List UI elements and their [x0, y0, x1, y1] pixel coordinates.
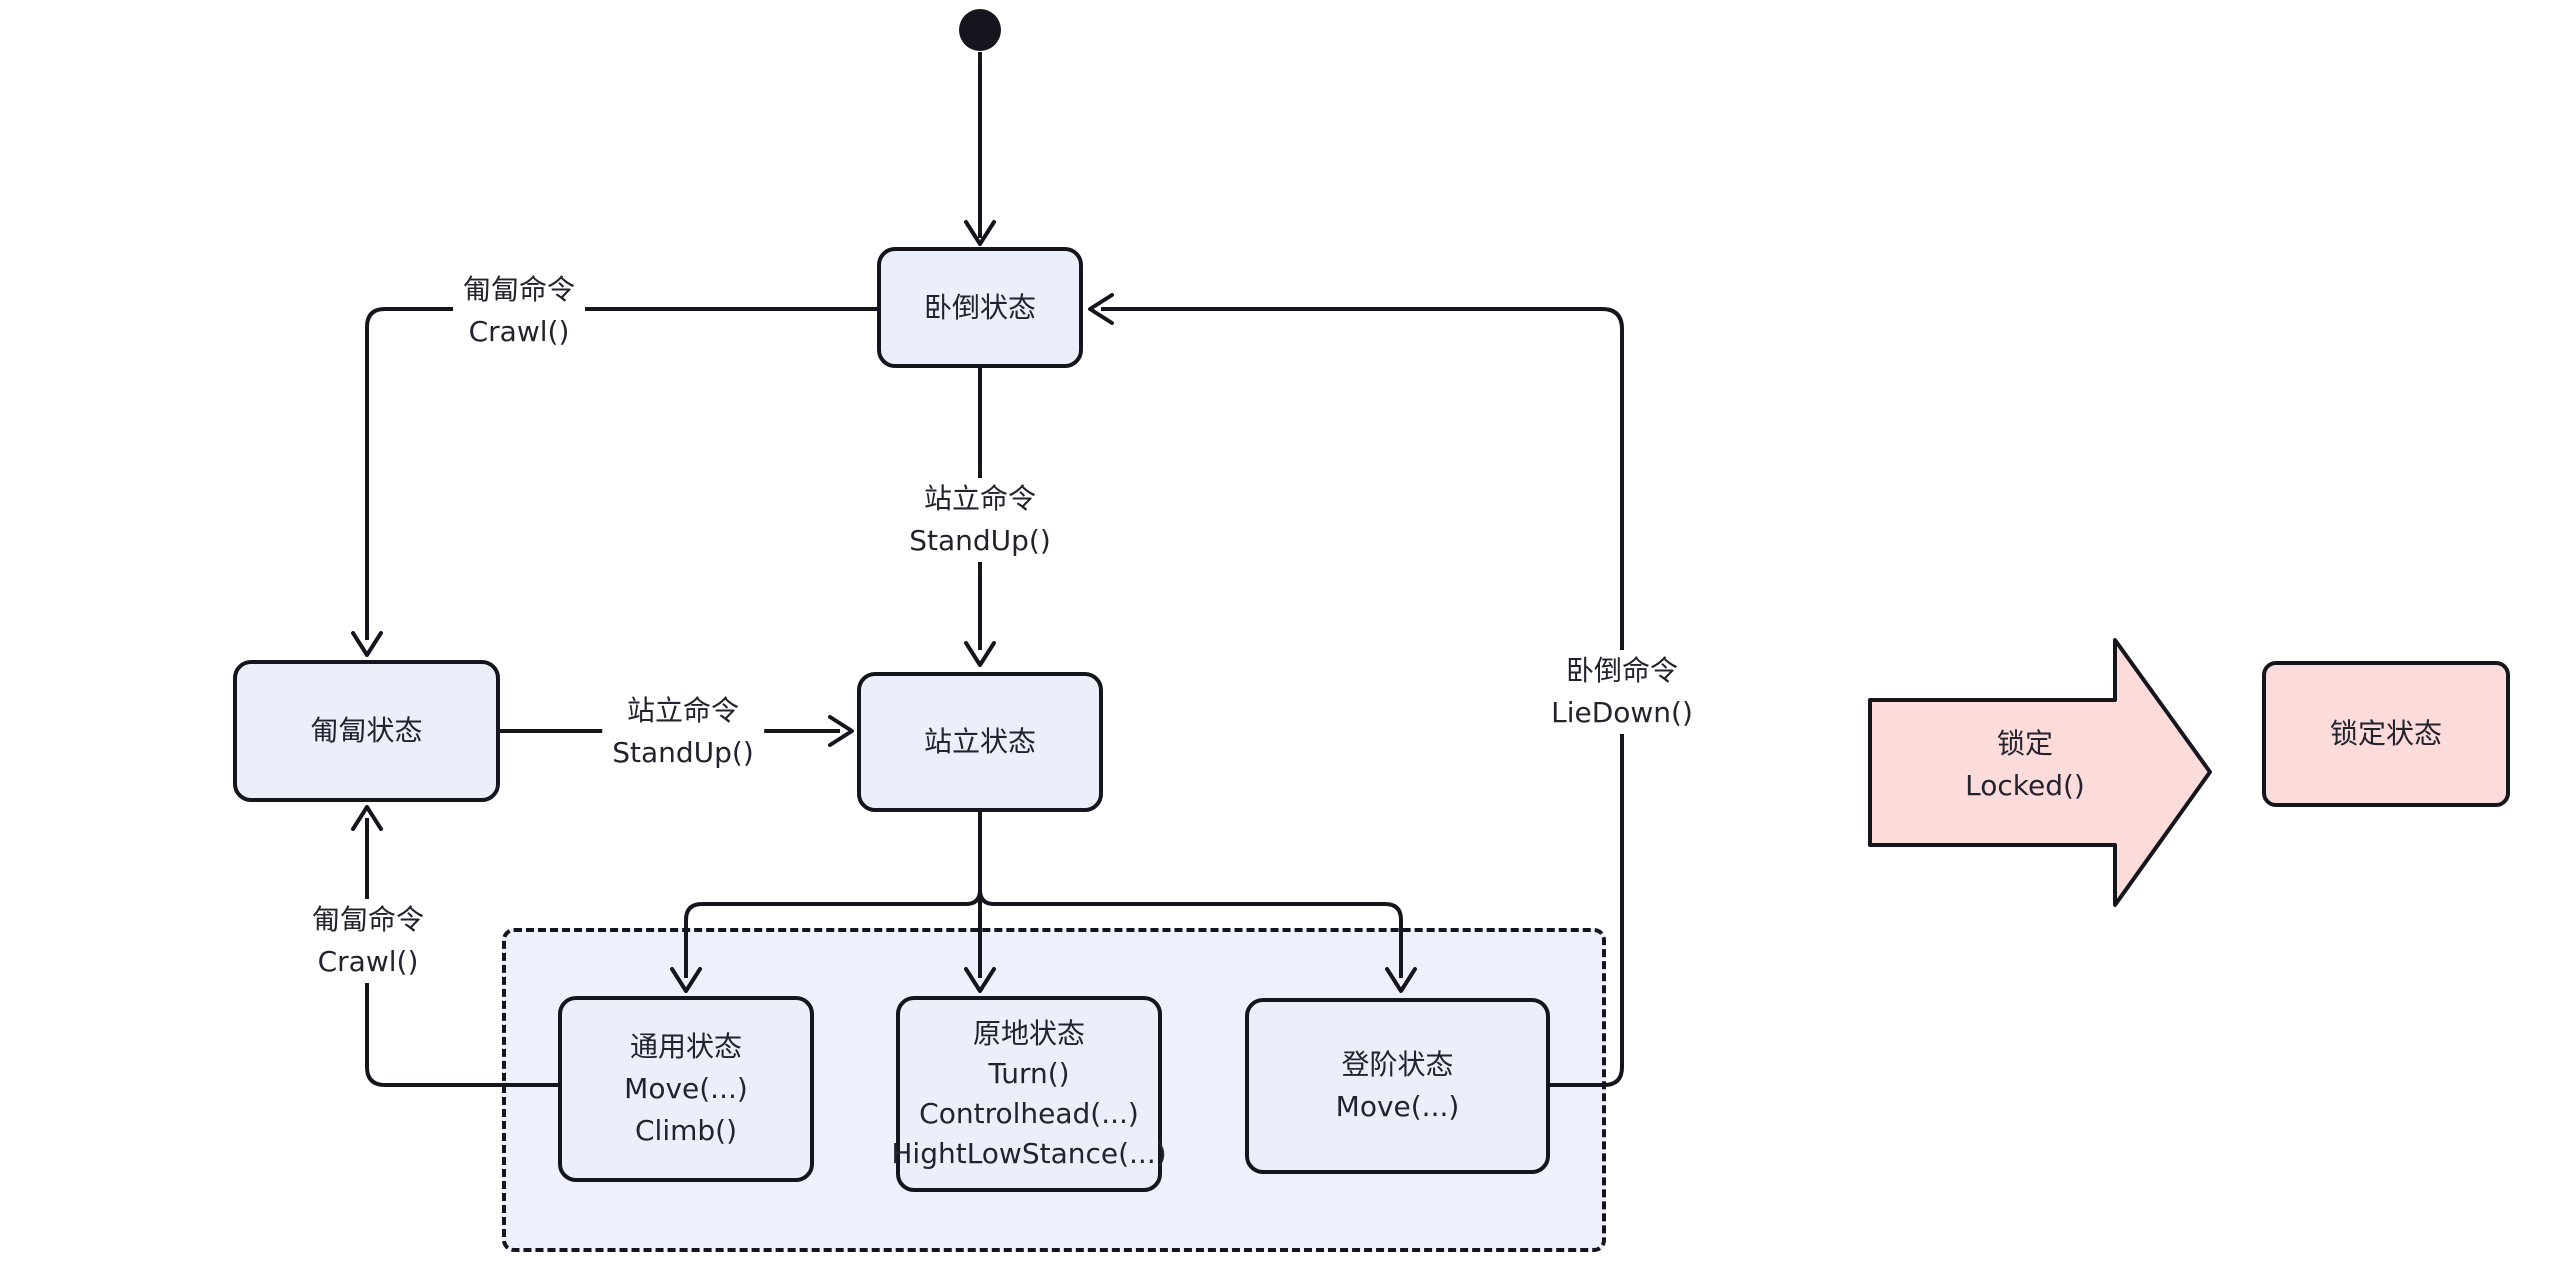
- arrowhead-crawl-top-down-icon: [351, 631, 383, 657]
- state-label: 卧倒状态: [923, 290, 1036, 324]
- label-line: 卧倒命令: [1565, 654, 1679, 687]
- state-stairs: 登阶状态 Move(...): [1245, 998, 1550, 1174]
- state-line: Move(...): [624, 1072, 748, 1105]
- label-standup-horizontal: 站立命令 StandUp(): [602, 690, 764, 774]
- label-standup-vertical: 站立命令 StandUp(): [899, 478, 1061, 562]
- arrowhead-branch-left-down-icon: [670, 967, 702, 993]
- state-locked: 锁定状态: [2262, 661, 2510, 807]
- state-line: Climb(): [634, 1114, 737, 1147]
- label-crawl-top: 匍匐命令 Crawl(): [452, 269, 586, 353]
- label-line: 站立命令: [923, 482, 1037, 515]
- state-stand: 站立状态: [857, 672, 1103, 812]
- edge-crawl-bottom: [365, 818, 558, 1087]
- label-line: 匍匐命令: [311, 903, 425, 936]
- label-crawl-bottom: 匍匐命令 Crawl(): [301, 899, 435, 983]
- arrowhead-standup-vertical-down-icon: [964, 641, 996, 667]
- edge-branch-left: [684, 812, 982, 978]
- state-line: 登阶状态: [1341, 1048, 1454, 1081]
- label-line: Crawl(): [317, 945, 419, 978]
- locked-block-arrow: [1868, 638, 2212, 907]
- state-general: 通用状态 Move(...) Climb(): [558, 996, 814, 1182]
- label-line: 匍匐命令: [462, 273, 576, 306]
- arrowhead-initial-down-icon: [964, 220, 996, 246]
- state-line: HightLowStance(...): [891, 1137, 1167, 1170]
- edge-branch-right: [978, 812, 1403, 978]
- state-line: Turn(): [988, 1057, 1070, 1090]
- label-line: 锁定: [1996, 727, 2054, 760]
- arrowhead-crawl-bottom-up-icon: [351, 805, 383, 831]
- state-line: Controlhead(...): [919, 1097, 1139, 1130]
- arrowhead-branch-mid-down-icon: [964, 967, 996, 993]
- state-label: 匍匐状态: [310, 714, 423, 747]
- label-line: StandUp(): [909, 524, 1051, 557]
- label-line: Locked(): [1965, 769, 2085, 802]
- edge-crawl-top: [365, 307, 877, 640]
- state-line: 通用状态: [629, 1030, 742, 1063]
- label-line: StandUp(): [612, 736, 754, 769]
- arrowhead-standup-right-icon: [828, 715, 854, 747]
- initial-state-dot: [959, 9, 1001, 51]
- label-line: 站立命令: [626, 694, 740, 727]
- state-lie-down: 卧倒状态: [877, 247, 1083, 368]
- state-in-place: 原地状态 Turn() Controlhead(...) HightLowSta…: [891, 996, 1167, 1192]
- state-label: 站立状态: [923, 725, 1036, 758]
- state-line: Move(...): [1335, 1090, 1460, 1123]
- arrowhead-liedown-left-icon: [1088, 293, 1114, 325]
- state-label: 锁定状态: [2329, 717, 2442, 750]
- arrowhead-branch-right-down-icon: [1385, 967, 1417, 993]
- state-line: 原地状态: [972, 1017, 1085, 1050]
- label-locked: 锁定 Locked(): [1965, 723, 2085, 807]
- state-crawl: 匍匐状态: [233, 660, 500, 802]
- label-line: Crawl(): [468, 315, 570, 348]
- label-liedown: 卧倒命令 LieDown(): [1541, 650, 1703, 734]
- label-line: LieDown(): [1551, 696, 1693, 729]
